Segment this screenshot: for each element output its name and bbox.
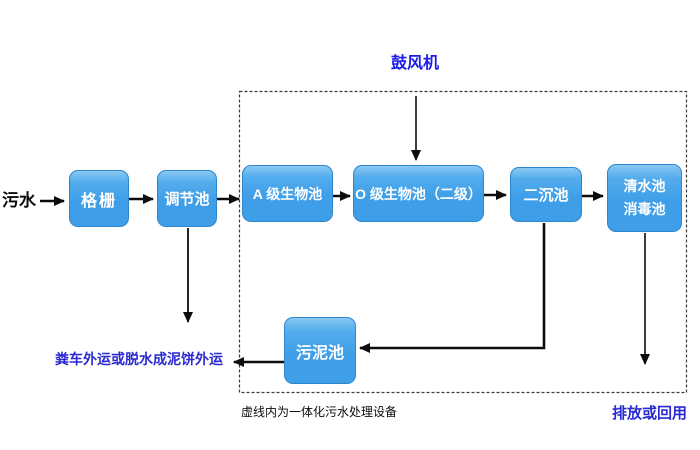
sludge-disposal-label: 粪车外运或脱水成泥饼外运	[55, 351, 223, 367]
node-sludge-tank-label: 污泥池	[295, 344, 344, 362]
discharge-reuse-label: 排放或回用	[612, 405, 688, 422]
node-secondary-sedimentation-tank: 二沉池	[510, 167, 582, 222]
node-grille-label: 格栅	[80, 192, 117, 210]
node-o-level-bio-tank-label: O 级生物池（二级）	[355, 185, 482, 202]
sewage-inflow-label: 污水	[2, 191, 36, 210]
node-regulating-tank-label: 调节池	[164, 191, 210, 208]
node-secondary-sedimentation-tank-label: 二沉池	[523, 187, 569, 204]
node-clear-water-disinfection-tank: 清水池 消毒池	[607, 164, 682, 232]
node-regulating-tank: 调节池	[157, 170, 217, 227]
node-a-level-bio-tank: A 级生物池	[242, 165, 333, 222]
node-grille: 格栅	[69, 170, 129, 227]
node-o-level-bio-tank: O 级生物池（二级）	[353, 165, 484, 222]
node-a-level-bio-tank-label: A 级生物池	[252, 185, 323, 202]
node-clear-water-label: 清水池	[623, 177, 666, 194]
node-sludge-tank: 污泥池	[284, 317, 356, 384]
arrow-sedimentation-to-sludge	[359, 223, 546, 353]
integrated-equipment-dashed-boundary	[238, 90, 688, 394]
node-disinfection-label: 消毒池	[623, 201, 666, 217]
blower-label: 鼓风机	[391, 55, 440, 72]
dashed-box-note-label: 虚线内为一体化污水处理设备	[241, 405, 398, 419]
